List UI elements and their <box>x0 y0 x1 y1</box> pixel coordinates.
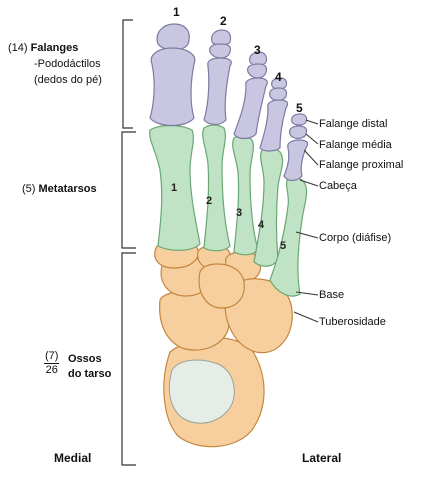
toe2-distal <box>211 29 232 46</box>
tarsals-name: Ossos <box>68 353 102 365</box>
metatarsals-bracket <box>121 131 136 249</box>
toe5-distal <box>291 113 308 126</box>
toe4-proximal <box>259 99 289 152</box>
medial-label: Medial <box>54 451 92 465</box>
toe3-proximal <box>233 77 268 140</box>
phalanges-label: (14) Falanges <box>8 42 78 55</box>
tarsals-frac-bottom: 26 <box>45 364 58 376</box>
metatarsals-label: (5) Metatarsos <box>22 183 97 196</box>
tarsal-bones <box>154 238 293 448</box>
phalanx-bones <box>149 23 309 182</box>
tarsals-count: (7) <box>44 350 60 364</box>
metatarsal-number-1: 1 <box>171 182 178 194</box>
toe1-distal <box>156 23 190 51</box>
phalanges-name: Falanges <box>30 42 79 54</box>
callout-distal-phalanx: Falange distal <box>319 118 388 130</box>
metatarsal-bones <box>149 124 308 297</box>
metatarsal-number-3: 3 <box>236 207 243 219</box>
phalanges-bracket <box>122 19 133 129</box>
callout-body: Corpo (diáfise) <box>319 232 392 244</box>
tarsals-fraction: (7) 26 <box>44 350 60 377</box>
toe-number-1: 1 <box>173 5 180 19</box>
metatarsal-1 <box>149 124 201 251</box>
metatarsal-2 <box>202 124 231 252</box>
midfoot-block <box>198 263 245 309</box>
metatarsals-count: (5) <box>22 183 36 195</box>
toe-number-5: 5 <box>296 101 303 115</box>
phalanges-sub1: -Pododáctilos <box>34 58 101 70</box>
group-brackets <box>121 19 136 466</box>
callout-lines <box>293 119 319 323</box>
metatarsal-number-5: 5 <box>280 240 287 252</box>
phalanges-count: (14) <box>8 42 28 54</box>
toe5-proximal <box>283 139 309 182</box>
metatarsals-name: Metatarsos <box>38 183 97 195</box>
toe2-middle <box>209 43 232 59</box>
toe4-middle <box>269 87 288 102</box>
toe3-middle <box>247 63 268 79</box>
callout-proximal-phalanx: Falange proximal <box>319 159 404 171</box>
metatarsal-5 <box>269 176 308 297</box>
metatarsal-3 <box>232 134 259 256</box>
metatarsal-number-2: 2 <box>206 195 213 207</box>
toe5-middle <box>289 125 308 140</box>
toe-number-2: 2 <box>220 14 227 28</box>
toe1-proximal <box>149 47 196 127</box>
tarsals-bracket <box>121 252 136 466</box>
calcaneus-facet <box>168 359 235 424</box>
lateral-label: Lateral <box>302 451 342 465</box>
toe-number-4: 4 <box>275 70 282 84</box>
tarsals-name2: do tarso <box>68 368 112 380</box>
callout-tuberosity: Tuberosidade <box>319 316 386 328</box>
metatarsal-number-4: 4 <box>258 219 265 231</box>
callout-middle-phalanx: Falange média <box>319 139 392 151</box>
phalanges-sub2: (dedos do pé) <box>34 74 102 86</box>
metatarsal-4 <box>253 146 284 267</box>
toe-number-3: 3 <box>254 43 261 57</box>
callout-head: Cabeça <box>319 180 357 192</box>
callout-base: Base <box>319 289 345 301</box>
toe2-proximal <box>203 57 232 126</box>
